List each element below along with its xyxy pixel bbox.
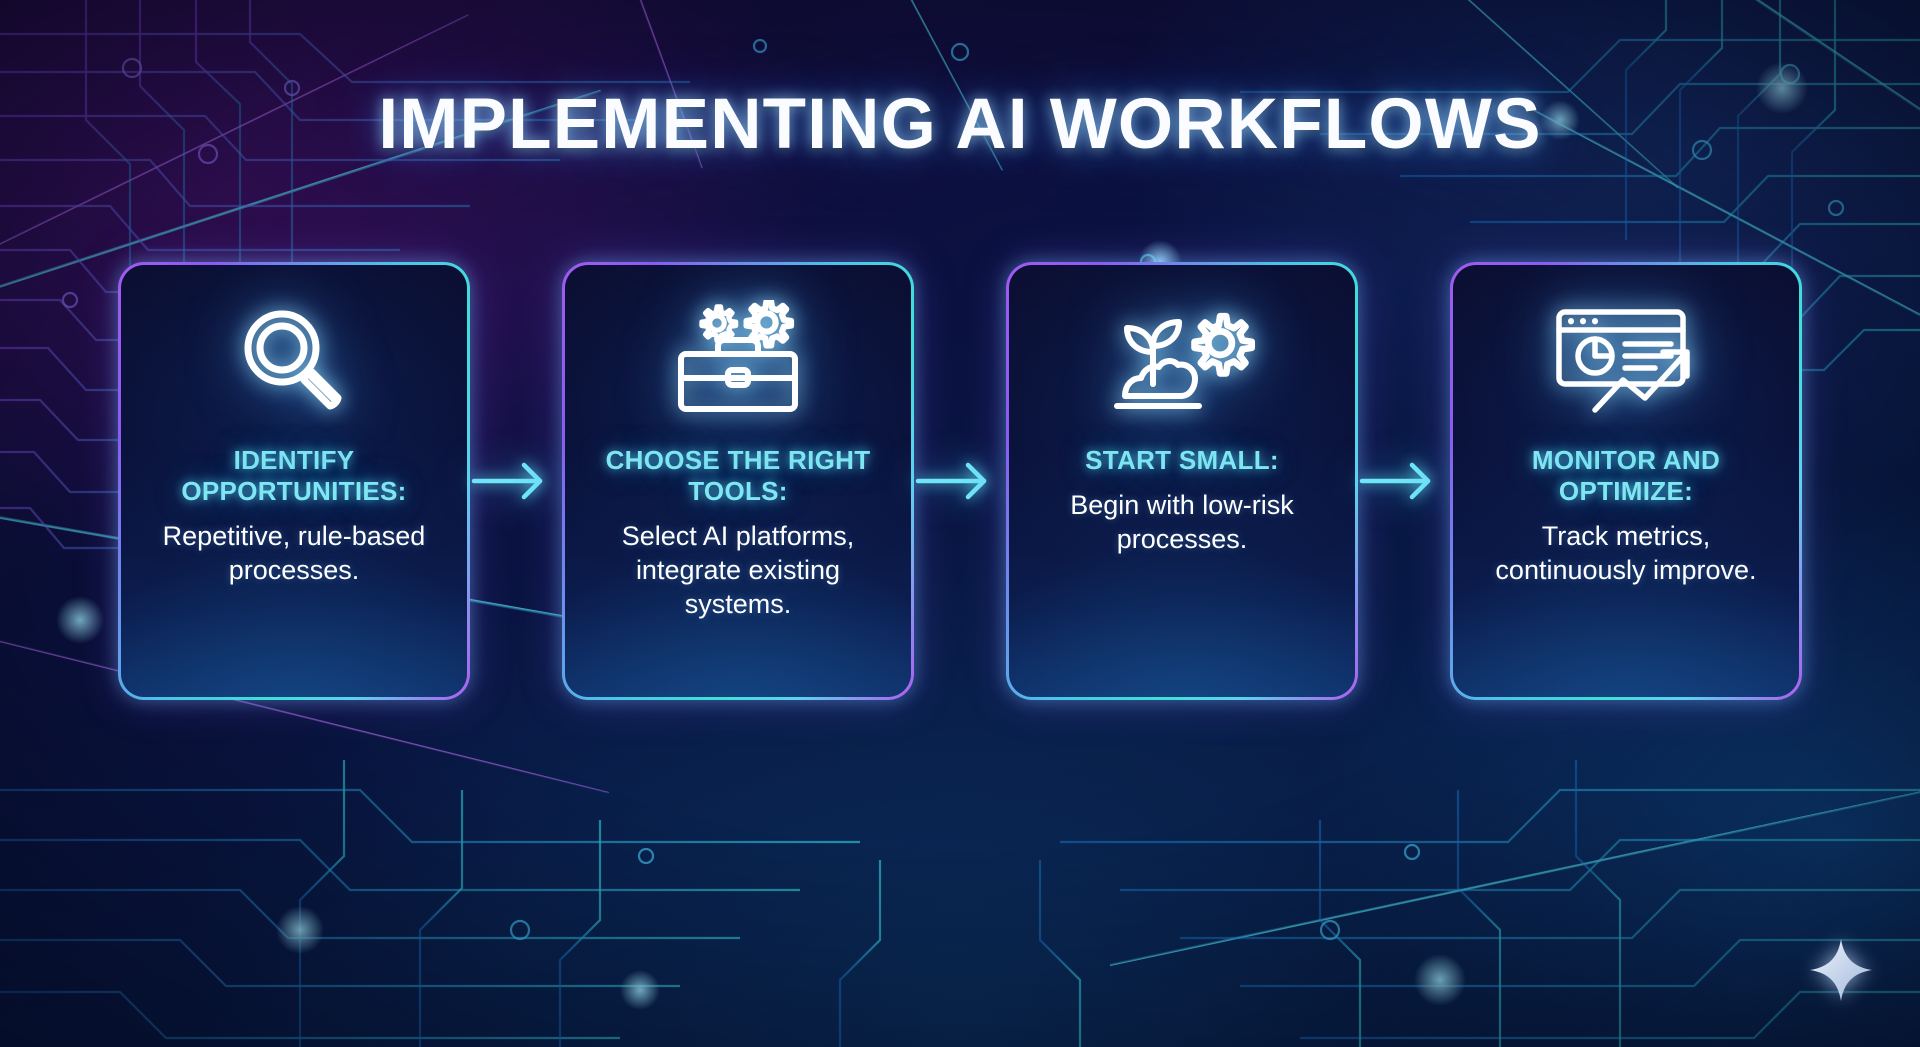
connector-3-to-4	[1358, 262, 1450, 700]
dashboard-analytics-icon	[1551, 299, 1701, 419]
toolbox-gears-icon	[670, 299, 806, 419]
step-body: Select AI platforms, integrate existing …	[621, 521, 855, 620]
step-card-2[interactable]: CHOOSE THE RIGHT TOOLS: Select AI platfo…	[562, 262, 914, 700]
step-body: Repetitive, rule-based processes.	[162, 521, 426, 586]
connector-2-to-3	[914, 262, 1006, 700]
step-heading: START SMALL:	[1085, 445, 1279, 475]
arrow-right-icon	[1359, 462, 1431, 500]
step-heading: MONITOR AND OPTIMIZE:	[1531, 445, 1721, 507]
sparkle-icon	[1810, 939, 1872, 1001]
step-card-4[interactable]: MONITOR AND OPTIMIZE: Track metrics, con…	[1450, 262, 1802, 700]
steps-row: IDENTIFY OPPORTUNITIES: Repetitive, rule…	[0, 262, 1920, 702]
step-card-1[interactable]: IDENTIFY OPPORTUNITIES: Repetitive, rule…	[118, 262, 470, 700]
step-card-3[interactable]: START SMALL: Begin with low-risk process…	[1006, 262, 1358, 700]
connector-1-to-2	[470, 262, 562, 700]
step-heading: IDENTIFY OPPORTUNITIES:	[181, 445, 407, 507]
sprout-gear-icon	[1109, 299, 1255, 419]
arrow-right-icon	[471, 462, 543, 500]
page-title: IMPLEMENTING AI WORKFLOWS	[378, 85, 1542, 164]
magnifying-glass-icon	[230, 299, 358, 419]
arrow-right-icon	[915, 462, 987, 500]
step-body: Track metrics, continuously improve.	[1495, 521, 1757, 586]
step-heading: CHOOSE THE RIGHT TOOLS:	[605, 445, 871, 507]
step-body: Begin with low-risk processes.	[1070, 490, 1294, 555]
